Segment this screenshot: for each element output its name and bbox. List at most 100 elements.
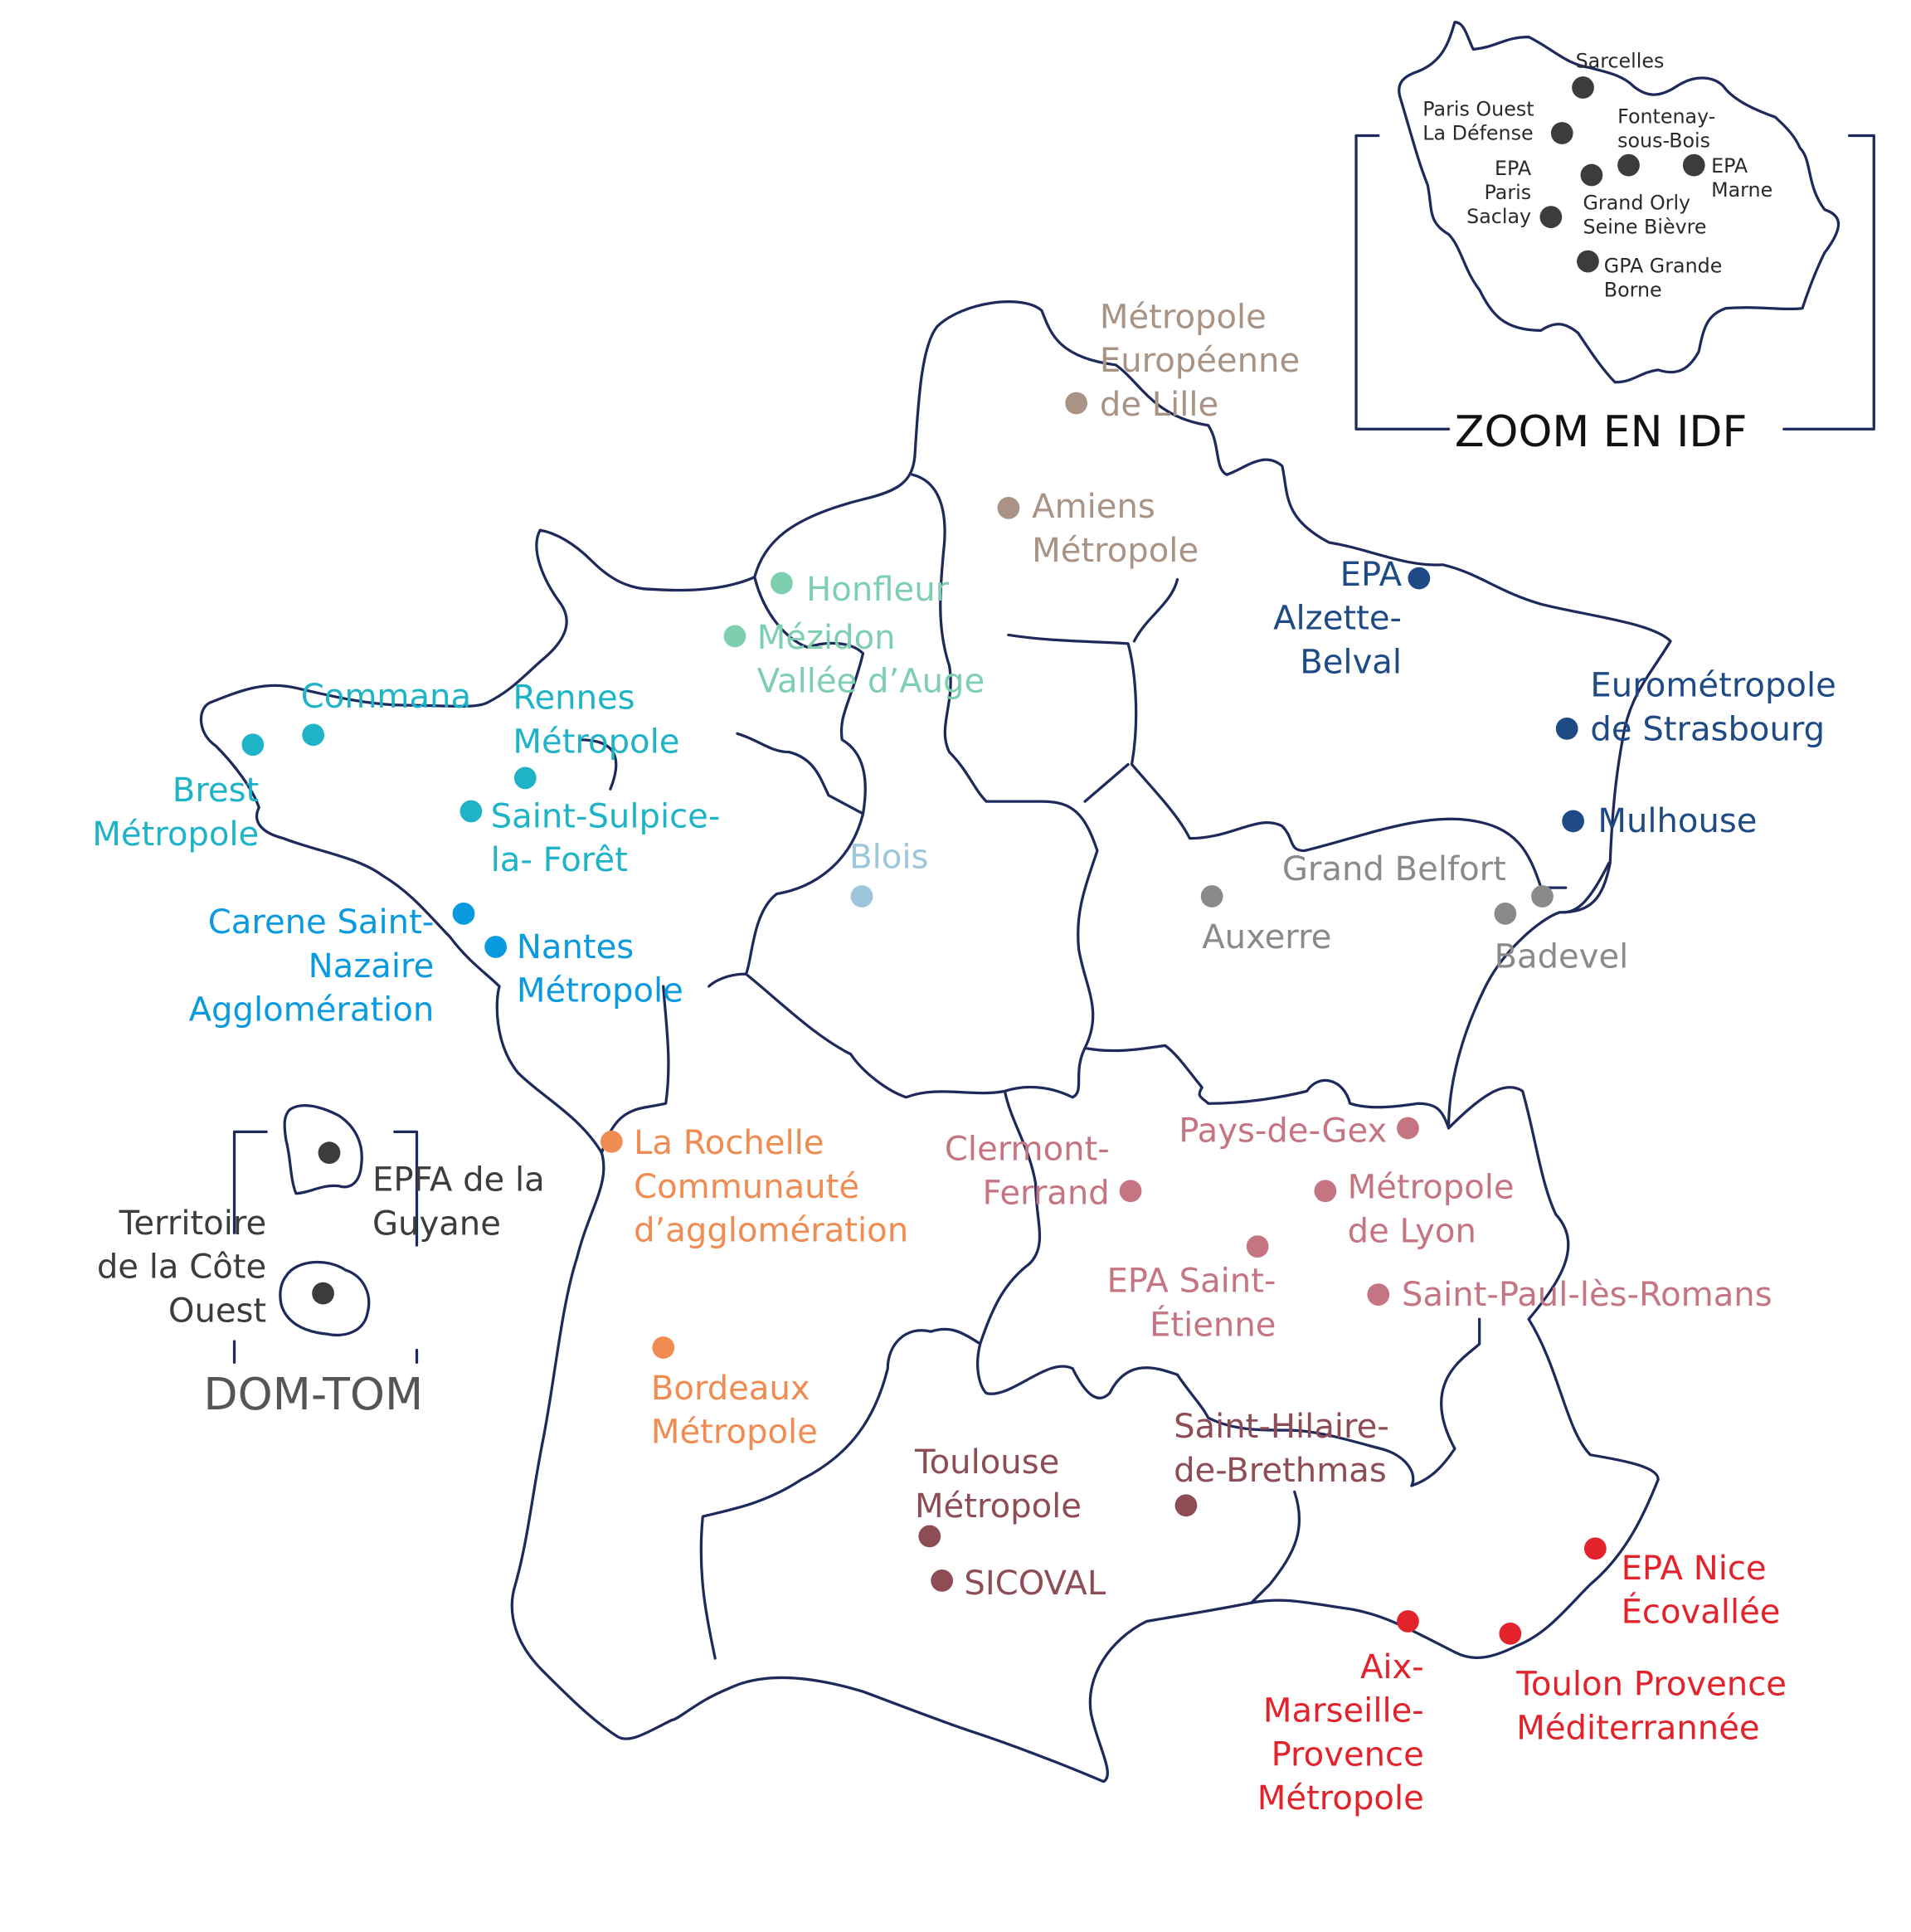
place-label-line: Européenne bbox=[1100, 342, 1300, 380]
place-label-line: EPFA de la bbox=[372, 1161, 545, 1200]
location-dot-icon bbox=[1682, 153, 1705, 177]
place-label-line: Communauté bbox=[634, 1168, 859, 1206]
place-label: Honfleur bbox=[806, 571, 949, 609]
place-label-line: Ouest bbox=[168, 1292, 266, 1330]
place-label-line: Guyane bbox=[372, 1205, 501, 1243]
place-label-line: de Strasbourg bbox=[1590, 711, 1825, 749]
place-label-line: SICOVAL bbox=[964, 1565, 1106, 1603]
idf-outline bbox=[1398, 21, 1840, 384]
location-dot-icon bbox=[1617, 153, 1640, 177]
dom-tom-bracket bbox=[232, 1130, 419, 1364]
location-dot-icon bbox=[513, 766, 537, 790]
location-dot-icon bbox=[931, 1569, 954, 1592]
place-label-line: Aix- bbox=[1360, 1648, 1424, 1686]
location-dot-icon bbox=[850, 885, 873, 908]
place-label-line: Rennes bbox=[513, 679, 635, 718]
place-label-line: Métropole bbox=[1348, 1169, 1515, 1207]
france-border bbox=[199, 300, 1672, 1784]
place-marker: Honfleur bbox=[771, 571, 950, 609]
place-label: Saint-Hilaire-de-Brethmas bbox=[1174, 1408, 1389, 1490]
place-label: SICOVAL bbox=[964, 1565, 1106, 1603]
place-label-line: Saint-Hilaire- bbox=[1174, 1408, 1389, 1446]
place-label-line: EPA bbox=[1340, 556, 1403, 594]
place-label: Saint-Sulpice-la- Forêt bbox=[491, 797, 721, 879]
place-label-line: de la Côte bbox=[97, 1248, 266, 1287]
place-label-line: d’agglomération bbox=[634, 1212, 908, 1250]
idf-place-label-line: EPA bbox=[1711, 154, 1748, 178]
location-dot-icon bbox=[1550, 122, 1573, 144]
place-label-line: Toulouse bbox=[914, 1443, 1059, 1482]
idf-bracket bbox=[1354, 134, 1875, 431]
place-label-line: Nantes bbox=[517, 928, 634, 966]
location-dot-icon bbox=[1314, 1180, 1337, 1203]
location-dot-icon bbox=[1531, 885, 1554, 908]
location-dot-icon bbox=[1200, 885, 1223, 908]
location-dot-icon bbox=[302, 723, 325, 747]
place-label-line: Ferrand bbox=[982, 1174, 1109, 1212]
idf-place-label-line: GPA Grande bbox=[1604, 254, 1723, 277]
france-outline bbox=[199, 300, 1672, 1784]
location-dot-icon bbox=[1397, 1117, 1419, 1140]
place-label-line: Bordeaux bbox=[651, 1370, 810, 1408]
place-label-line: Mézidon bbox=[757, 619, 896, 657]
place-label-line: Agglomération bbox=[189, 991, 435, 1029]
place-label-line: Saint-Paul-lès-Romans bbox=[1402, 1276, 1772, 1314]
idf-place-label-line: Grand Orly bbox=[1583, 192, 1691, 215]
place-label-line: Métropole bbox=[92, 815, 259, 854]
place-label-line: Toulon Provence bbox=[1515, 1666, 1787, 1704]
idf-title: ZOOM EN IDF bbox=[1455, 407, 1747, 457]
place-label-line: Métropole bbox=[1032, 532, 1199, 570]
place-label-line: Métropole bbox=[517, 972, 683, 1010]
place-label-line: Badevel bbox=[1495, 938, 1629, 976]
place-marker: Auxerre bbox=[1200, 885, 1331, 956]
location-dot-icon bbox=[1562, 810, 1585, 833]
location-dot-icon bbox=[241, 733, 265, 757]
place-label: Commana bbox=[301, 678, 471, 716]
place-marker: Clermont-Ferrand bbox=[945, 1131, 1142, 1213]
place-marker: Mulhouse bbox=[1562, 802, 1757, 840]
dom-tom-label: DOM-TOM bbox=[203, 1368, 423, 1420]
place-marker: Pays-de-Gex bbox=[1179, 1112, 1419, 1150]
idf-inset: ZOOM EN IDF bbox=[1354, 21, 1875, 457]
location-dot-icon bbox=[484, 936, 507, 958]
place-marker: Blois bbox=[849, 838, 928, 908]
place-label-line: Métropole bbox=[1257, 1779, 1424, 1818]
idf-place-label-line: La Défense bbox=[1422, 122, 1533, 145]
place-label: Clermont-Ferrand bbox=[945, 1131, 1110, 1213]
place-marker: Grand Belfort bbox=[1282, 850, 1554, 908]
location-dot-icon bbox=[1539, 206, 1563, 228]
place-label-line: Marseille- bbox=[1263, 1692, 1424, 1730]
place-label-line: Amiens bbox=[1032, 488, 1155, 526]
location-dot-icon bbox=[1572, 76, 1594, 99]
place-label: Mulhouse bbox=[1597, 802, 1757, 840]
place-label-line: Carene Saint- bbox=[208, 903, 435, 942]
location-dot-icon bbox=[1494, 902, 1517, 925]
place-marker: EPA Saint-Étienne bbox=[1106, 1235, 1276, 1344]
location-dot-icon bbox=[1499, 1622, 1522, 1645]
idf-place-label: Fontenay-sous-Bois bbox=[1617, 105, 1715, 153]
place-label-line: EPA Saint- bbox=[1106, 1263, 1276, 1301]
